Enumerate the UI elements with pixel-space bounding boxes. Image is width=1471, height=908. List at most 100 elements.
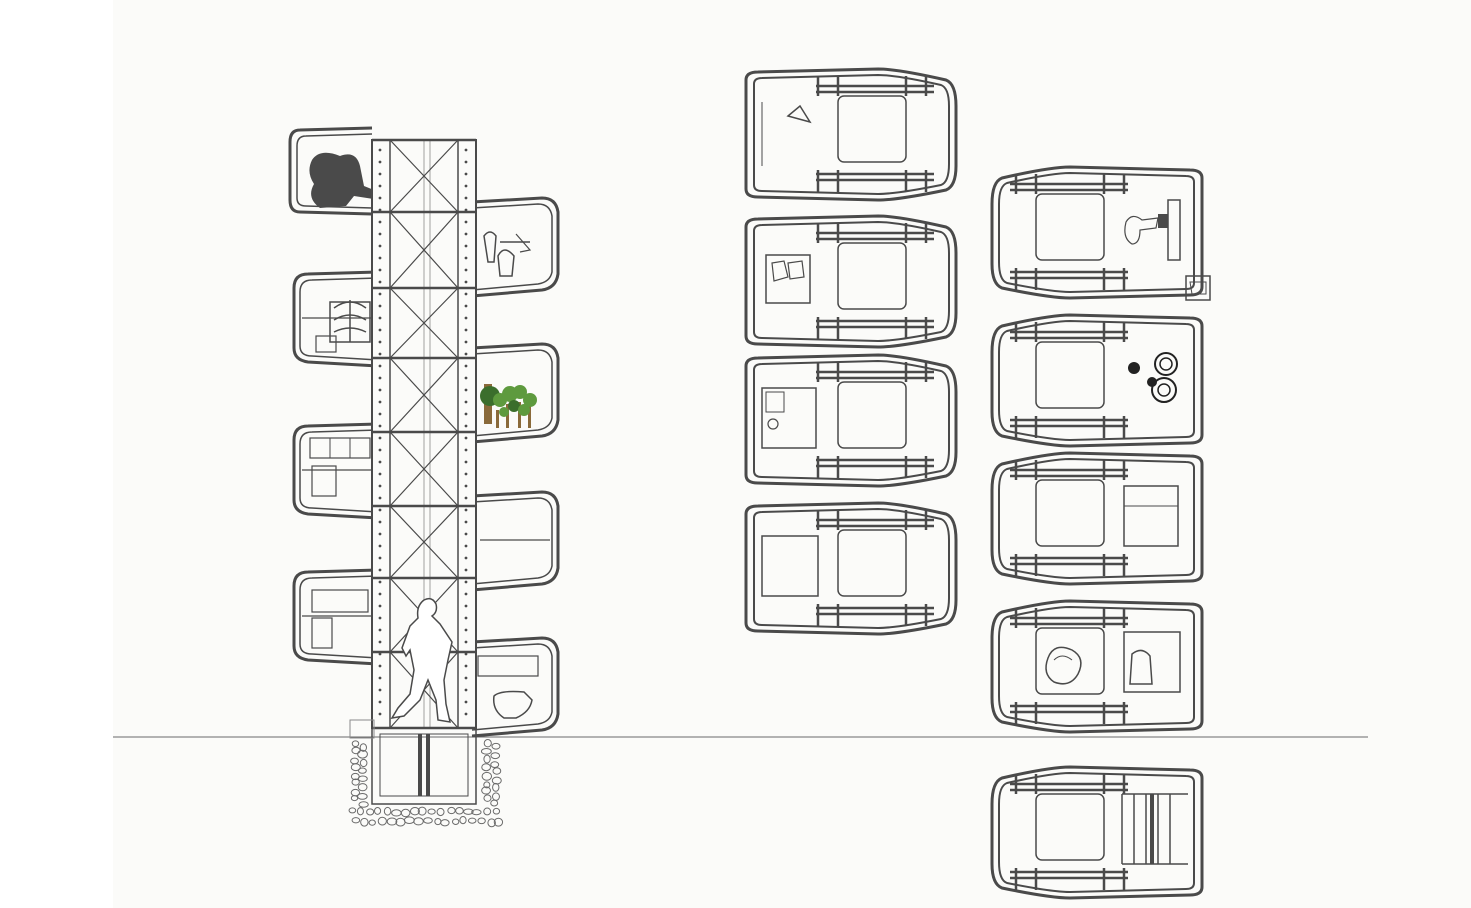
core-bolt bbox=[378, 532, 382, 536]
gravel-stone bbox=[351, 817, 361, 824]
core-bolt bbox=[464, 244, 468, 248]
gravel-stone bbox=[427, 808, 436, 815]
plan-garden bbox=[990, 313, 1204, 448]
gravel-stone bbox=[487, 818, 496, 828]
core-bolt bbox=[378, 412, 382, 416]
core-bolt bbox=[464, 376, 468, 380]
core-bolt bbox=[464, 268, 468, 272]
core-bolt bbox=[464, 184, 468, 188]
gravel-stone bbox=[490, 761, 500, 769]
gravel-stone bbox=[481, 771, 493, 781]
core-bolt bbox=[464, 556, 468, 560]
core-bolt bbox=[378, 196, 382, 200]
plan-bed bbox=[744, 214, 958, 349]
core-bolt bbox=[378, 388, 382, 392]
gravel-stone bbox=[350, 795, 359, 802]
core-bolt bbox=[378, 268, 382, 272]
gravel-stone bbox=[492, 782, 500, 792]
storage-pod bbox=[470, 490, 560, 592]
walking-person-silhouette bbox=[390, 597, 453, 723]
gravel-stone bbox=[467, 817, 477, 824]
core-bolt bbox=[378, 184, 382, 188]
gravel-stone bbox=[471, 809, 482, 816]
gravel-stone bbox=[477, 817, 486, 825]
core-bolt bbox=[378, 436, 382, 440]
gravel-stone bbox=[409, 807, 420, 816]
plan-empty bbox=[744, 501, 958, 636]
core-bolt bbox=[464, 196, 468, 200]
gravel-stone bbox=[480, 748, 492, 755]
core-bolt bbox=[464, 256, 468, 260]
core-bolt bbox=[378, 484, 382, 488]
gravel-stone bbox=[440, 819, 450, 827]
gravel-stone bbox=[377, 816, 387, 826]
core-bolt bbox=[378, 328, 382, 332]
core-bolt bbox=[464, 424, 468, 428]
core-bolt bbox=[378, 712, 382, 716]
core-bolt bbox=[464, 676, 468, 680]
core-bolt bbox=[378, 544, 382, 548]
core-bolt bbox=[464, 328, 468, 332]
core-bolt bbox=[378, 256, 382, 260]
gravel-stone bbox=[358, 767, 367, 774]
core-bolt bbox=[378, 640, 382, 644]
core-bolt bbox=[378, 208, 382, 212]
core-bolt bbox=[464, 544, 468, 548]
bath-pod bbox=[292, 568, 380, 666]
core-bolt bbox=[378, 556, 382, 560]
core-bolt bbox=[464, 664, 468, 668]
core-bolt bbox=[464, 604, 468, 608]
plan-storage bbox=[990, 451, 1204, 586]
core-bolt bbox=[464, 412, 468, 416]
plan-bathroom bbox=[744, 353, 958, 488]
core-bolt bbox=[464, 472, 468, 476]
plan-bedroom bbox=[990, 599, 1204, 734]
core-bolt bbox=[464, 292, 468, 296]
core-bolt bbox=[464, 448, 468, 452]
core-bolt bbox=[378, 424, 382, 428]
core-bolt bbox=[464, 460, 468, 464]
gravel-stone bbox=[351, 740, 360, 748]
core-bolt bbox=[464, 232, 468, 236]
core-bolt bbox=[464, 640, 468, 644]
core-bolt bbox=[378, 508, 382, 512]
gravel-stone bbox=[359, 758, 368, 768]
core-bolt bbox=[464, 436, 468, 440]
gravel-stone bbox=[492, 807, 501, 815]
core-bolt bbox=[464, 388, 468, 392]
core-bolt bbox=[378, 568, 382, 572]
core-bolt bbox=[378, 148, 382, 152]
core-bolt bbox=[464, 316, 468, 320]
core-bolt bbox=[378, 340, 382, 344]
gravel-stone bbox=[423, 817, 433, 824]
core-bolt bbox=[464, 628, 468, 632]
gravel-stone bbox=[417, 806, 427, 816]
core-bolt bbox=[378, 160, 382, 164]
core-bolt bbox=[464, 508, 468, 512]
gravel-stone bbox=[483, 794, 492, 802]
core-bolt bbox=[378, 232, 382, 236]
plans-column-1 bbox=[744, 67, 958, 636]
core-bolt bbox=[464, 364, 468, 368]
core-bolt bbox=[378, 616, 382, 620]
core-bolt bbox=[464, 160, 468, 164]
lounge-pod bbox=[288, 126, 384, 216]
core-bolt bbox=[464, 592, 468, 596]
gravel-stone bbox=[483, 807, 492, 816]
plans-column-2 bbox=[990, 165, 1211, 900]
drawing-sheet bbox=[113, 0, 1471, 908]
core-bolt bbox=[464, 496, 468, 500]
core-bolt bbox=[378, 688, 382, 692]
core-bolt bbox=[464, 352, 468, 356]
core-bolt bbox=[464, 220, 468, 224]
core-bolt bbox=[464, 172, 468, 176]
plan-tent bbox=[744, 67, 958, 202]
kitchen-pod bbox=[292, 422, 380, 520]
gravel-stone bbox=[481, 786, 491, 795]
gravel-stone bbox=[492, 767, 502, 775]
core-bolt bbox=[378, 580, 382, 584]
gravel-stone bbox=[483, 754, 491, 764]
gravel-stone bbox=[366, 808, 375, 816]
gravel-stone bbox=[483, 781, 491, 789]
gravel-stone bbox=[386, 817, 398, 826]
